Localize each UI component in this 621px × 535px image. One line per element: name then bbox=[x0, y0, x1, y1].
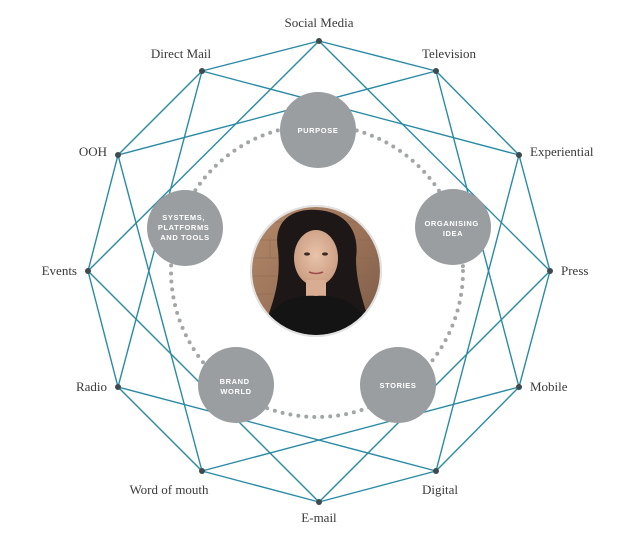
node-label-line: SYSTEMS, bbox=[162, 213, 205, 222]
connector-line bbox=[318, 40, 437, 72]
connector-line bbox=[318, 40, 551, 272]
label-e-mail: E-mail bbox=[301, 510, 337, 525]
label-events: Events bbox=[42, 263, 77, 278]
node-label-line: BRAND bbox=[220, 377, 250, 386]
connector-line bbox=[201, 386, 520, 472]
label-word-of-mouth: Word of mouth bbox=[129, 482, 209, 497]
node-label-line: AND TOOLS bbox=[160, 233, 209, 242]
label-social-media: Social Media bbox=[285, 15, 354, 30]
core-node-purpose: PURPOSE bbox=[280, 92, 356, 168]
node-label-line: PLATFORMS bbox=[158, 223, 210, 232]
label-digital: Digital bbox=[422, 482, 458, 497]
vertex-mobile bbox=[516, 384, 522, 390]
label-experiential: Experiential bbox=[530, 144, 594, 159]
connector-line bbox=[435, 70, 520, 156]
connector-line bbox=[518, 270, 551, 388]
vertex-radio bbox=[115, 384, 121, 390]
vertex-digital bbox=[433, 468, 439, 474]
core-node-stories: STORIES bbox=[360, 347, 436, 423]
node-label-line: PURPOSE bbox=[298, 126, 339, 135]
node-label-line: IDEA bbox=[443, 229, 463, 238]
vertex-television bbox=[433, 68, 439, 74]
connector-line bbox=[117, 70, 203, 156]
connector-line bbox=[435, 386, 520, 472]
connector-line bbox=[318, 470, 437, 503]
connector-line bbox=[117, 154, 203, 472]
label-mobile: Mobile bbox=[530, 379, 568, 394]
vertex-e-mail bbox=[316, 499, 322, 505]
vertex-ooh bbox=[115, 152, 121, 158]
channel-vertices bbox=[85, 38, 553, 505]
label-television: Television bbox=[422, 46, 476, 61]
svg-text:PURPOSE: PURPOSE bbox=[298, 126, 339, 135]
node-label-line: WORLD bbox=[220, 387, 251, 396]
connector-line bbox=[201, 470, 320, 503]
node-label-line: STORIES bbox=[380, 381, 417, 390]
channel-labels: Social Media Television Experiential Pre… bbox=[42, 15, 594, 525]
label-radio: Radio bbox=[76, 379, 107, 394]
core-node-organising-idea: ORGANISING IDEA bbox=[415, 189, 491, 265]
connector-line bbox=[87, 154, 119, 272]
connector-line bbox=[87, 40, 320, 272]
vertex-events bbox=[85, 268, 91, 274]
connector-line bbox=[201, 70, 520, 156]
vertex-word-of-mouth bbox=[199, 468, 205, 474]
label-ooh: OOH bbox=[79, 144, 107, 159]
connector-line bbox=[201, 40, 320, 72]
label-direct-mail: Direct Mail bbox=[151, 46, 212, 61]
connector-line bbox=[117, 70, 437, 156]
svg-text:BRAND WORLD: BRAND WORLD bbox=[220, 377, 253, 396]
vertex-direct-mail bbox=[199, 68, 205, 74]
connector-line bbox=[87, 270, 119, 388]
vertex-experiential bbox=[516, 152, 522, 158]
connector-line bbox=[117, 386, 437, 472]
node-label-line: ORGANISING bbox=[424, 219, 478, 228]
connector-line bbox=[435, 154, 520, 472]
vertex-press bbox=[547, 268, 553, 274]
label-press: Press bbox=[561, 263, 588, 278]
svg-text:STORIES: STORIES bbox=[380, 381, 417, 390]
vertex-social-media bbox=[316, 38, 322, 44]
core-node-brand-world: BRAND WORLD bbox=[198, 347, 274, 423]
connector-line bbox=[117, 386, 203, 472]
core-node-systems-platforms-tools: SYSTEMS, PLATFORMS AND TOOLS bbox=[147, 190, 223, 266]
svg-text:SYSTEMS, PLATFORMS: SYSTEMS, PLATFORMS AND TOOLS bbox=[158, 213, 212, 242]
connector-line bbox=[518, 154, 551, 272]
center-portrait-image bbox=[250, 205, 382, 337]
svg-text:ORGANISING IDEA: ORGANISING IDEA bbox=[424, 219, 481, 238]
